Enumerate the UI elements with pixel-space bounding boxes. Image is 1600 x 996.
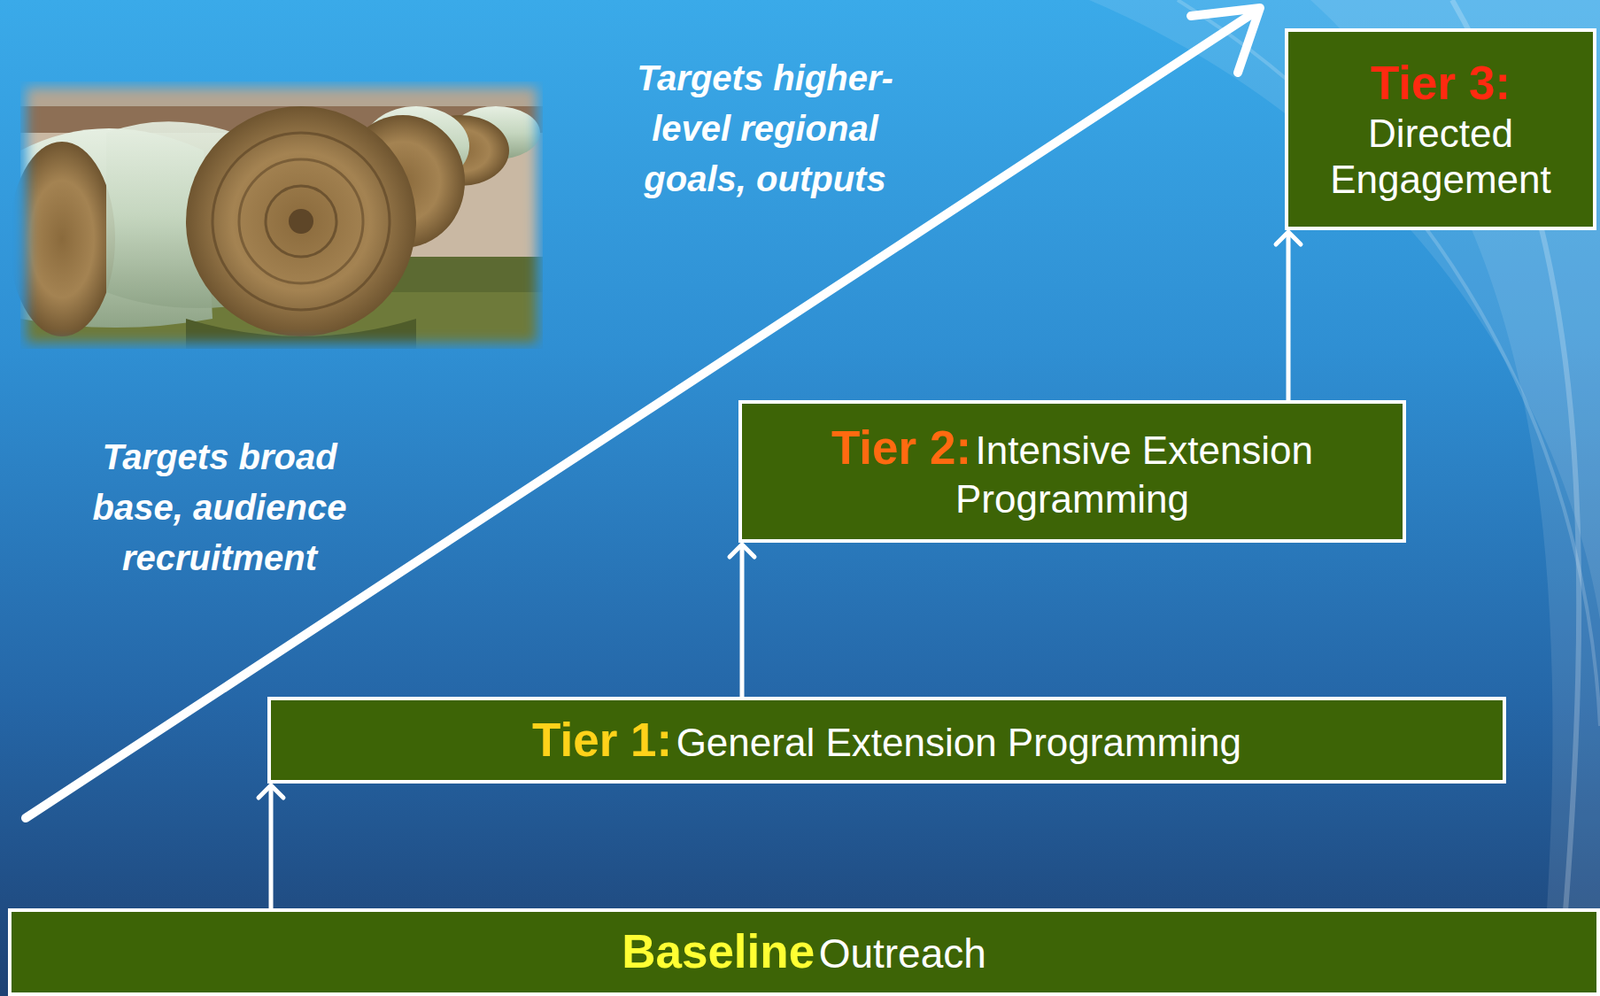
tier-arrow [1275, 231, 1301, 401]
tier-heading: Tier 1: [532, 713, 673, 766]
tier-box: Tier 1: General Extension Programming [267, 696, 1507, 784]
tier-description: Outreach [819, 930, 987, 977]
tier-box: Tier 2: Intensive Extension Programming [738, 400, 1407, 543]
tier-arrow [258, 785, 284, 909]
tier-heading: Tier 3: [1300, 55, 1581, 112]
tier-arrow [729, 544, 755, 697]
tier-description: General Extension Programming [676, 720, 1242, 765]
baseline-band: Baseline Outreach [7, 908, 1600, 996]
tier-description: Directed Engagement [1300, 110, 1581, 203]
tier-heading: Tier 2: [831, 421, 972, 474]
annotation-note: Targets broad base, audience recruitment [60, 432, 379, 583]
tier-description: Intensive Extension Programming [955, 428, 1314, 521]
tier-box: Tier 3: Directed Engagement [1284, 28, 1597, 231]
annotation-note: Targets higher-level regional goals, out… [605, 53, 925, 204]
tier-heading: Baseline [621, 925, 815, 978]
